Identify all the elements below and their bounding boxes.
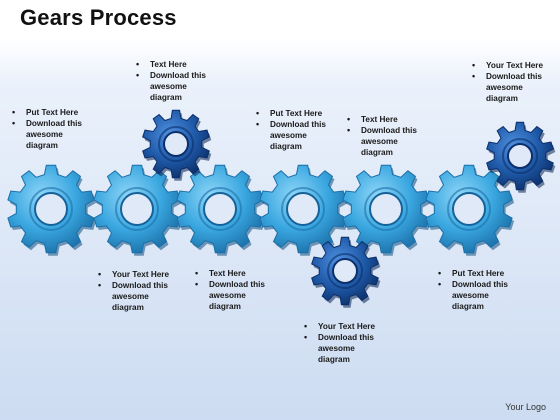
note-2-line-1: Text Here	[134, 59, 206, 70]
note-6: Your Text Here Download this awesome dia…	[96, 269, 169, 313]
note-5-line-3: awesome	[486, 83, 523, 92]
note-5-line-1: Your Text Here	[470, 60, 543, 71]
gear-2-icon	[93, 164, 183, 256]
note-3-line-2: Download this	[254, 119, 326, 130]
note-5: Your Text Here Download this awesome dia…	[470, 60, 543, 104]
note-6-line-4: diagram	[112, 303, 144, 312]
title-bar: Gears Process	[0, 0, 560, 38]
note-3-line-3: awesome	[270, 131, 307, 140]
note-2-line-3: awesome	[150, 82, 187, 91]
note-8-line-1: Your Text Here	[302, 321, 375, 332]
note-7-line-1: Text Here	[193, 268, 265, 279]
note-6-line-1: Your Text Here	[96, 269, 169, 280]
note-3: Put Text Here Download this awesome diag…	[254, 108, 326, 152]
note-6-line-2: Download this	[96, 280, 169, 291]
note-9-line-4: diagram	[452, 302, 484, 311]
note-1-line-3: awesome	[26, 130, 63, 139]
note-1: Put Text Here Download this awesome diag…	[10, 107, 82, 151]
note-4: Text Here Download this awesome diagram	[345, 114, 417, 158]
note-3-line-1: Put Text Here	[254, 108, 326, 119]
note-4-line-4: diagram	[361, 148, 393, 157]
note-9-line-1: Put Text Here	[436, 268, 508, 279]
gear-3-icon	[176, 164, 266, 256]
note-2: Text Here Download this awesome diagram	[134, 59, 206, 103]
gear-5-icon	[342, 164, 432, 256]
gear-small-3-icon	[486, 121, 556, 193]
gear-6-icon	[425, 164, 515, 256]
note-8-line-3: awesome	[318, 344, 355, 353]
note-4-line-1: Text Here	[345, 114, 417, 125]
note-6-line-3: awesome	[112, 292, 149, 301]
note-9-line-3: awesome	[452, 291, 489, 300]
note-1-line-1: Put Text Here	[10, 107, 82, 118]
note-1-line-4: diagram	[26, 141, 58, 150]
note-4-line-2: Download this	[345, 125, 417, 136]
note-7-line-3: awesome	[209, 291, 246, 300]
note-8-line-4: diagram	[318, 355, 350, 364]
page-title: Gears Process	[20, 5, 177, 30]
note-8-line-2: Download this	[302, 332, 375, 343]
note-9: Put Text Here Download this awesome diag…	[436, 268, 508, 312]
note-7: Text Here Download this awesome diagram	[193, 268, 265, 312]
logo-text: Your Logo	[505, 402, 546, 412]
note-2-line-4: diagram	[150, 93, 182, 102]
note-1-line-2: Download this	[10, 118, 82, 129]
note-3-line-4: diagram	[270, 142, 302, 151]
note-2-line-2: Download this	[134, 70, 206, 81]
note-4-line-3: awesome	[361, 137, 398, 146]
note-9-line-2: Download this	[436, 279, 508, 290]
note-5-line-4: diagram	[486, 94, 518, 103]
gear-4-icon	[259, 164, 349, 256]
gear-1-icon	[7, 164, 97, 256]
note-5-line-2: Download this	[470, 71, 543, 82]
gear-small-2-icon	[311, 236, 381, 308]
gear-small-1-icon	[142, 109, 212, 181]
note-8: Your Text Here Download this awesome dia…	[302, 321, 375, 365]
note-7-line-4: diagram	[209, 302, 241, 311]
note-7-line-2: Download this	[193, 279, 265, 290]
